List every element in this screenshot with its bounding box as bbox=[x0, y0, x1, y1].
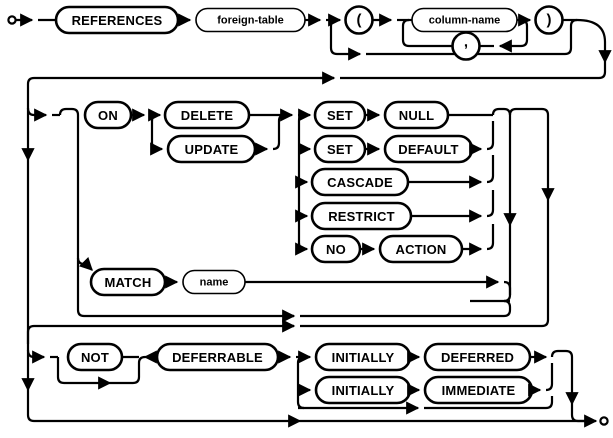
rail-cascade-rejoin bbox=[486, 155, 495, 184]
node-not-label: NOT bbox=[81, 350, 109, 365]
node-deferred-label: DEFERRED bbox=[441, 350, 514, 365]
node-comma-label: , bbox=[464, 34, 468, 51]
rail-restrict-rejoin bbox=[486, 190, 495, 218]
node-rparen: ) bbox=[534, 5, 564, 35]
node-immediate: IMMEDIATE bbox=[423, 375, 534, 405]
rail-not-bypass-down bbox=[56, 356, 100, 385]
rail-comma-loop-right bbox=[498, 18, 529, 53]
rail-group2-exit-down bbox=[508, 107, 555, 202]
rail-group2-entry-arrow bbox=[26, 107, 48, 122]
rail-initially-fan-vertical bbox=[296, 355, 305, 410]
node-initially-immediate-label: INITIALLY bbox=[332, 383, 395, 398]
node-initially-immediate: INITIALLY bbox=[314, 375, 412, 405]
node-immediate-label: IMMEDIATE bbox=[442, 383, 516, 398]
rail-actions-collector-to-row-end bbox=[470, 225, 512, 303]
node-deferrable-label: DEFERRABLE bbox=[172, 350, 263, 365]
rail-row1-to-row2-across bbox=[340, 62, 607, 80]
node-name-label: name bbox=[200, 277, 229, 289]
node-set-null-set-label: SET bbox=[327, 108, 353, 123]
node-initially-deferred: INITIALLY bbox=[314, 342, 412, 372]
node-set-null-set: SET bbox=[313, 100, 367, 130]
rail-row2-feed-left bbox=[26, 76, 334, 100]
node-restrict: RESTRICT bbox=[310, 201, 413, 231]
node-action: ACTION bbox=[378, 234, 464, 264]
rail-group3-collector-to-end bbox=[570, 404, 594, 423]
node-column-name-label: column-name bbox=[429, 15, 501, 27]
node-on: ON bbox=[83, 100, 133, 130]
node-on-label: ON bbox=[98, 108, 118, 123]
rail-group3-collector-down bbox=[550, 349, 579, 406]
node-deferred: DEFERRED bbox=[423, 342, 532, 372]
rail-group2-loop-bottom-left bbox=[76, 258, 294, 318]
rail-group2-repeat-riser-bend bbox=[76, 257, 86, 266]
node-delete-label: DELETE bbox=[181, 108, 234, 123]
node-foreign-table: foreign-table bbox=[195, 7, 306, 33]
rail-group3-feed-left bbox=[26, 324, 294, 344]
rail-row1-to-row2-down bbox=[576, 18, 612, 64]
rail-group2-repeat-riser-right bbox=[58, 107, 80, 258]
rail-group2-loop-bottom-span bbox=[300, 299, 512, 318]
rail-group2-match-entry-arrow bbox=[78, 256, 93, 271]
node-default: DEFAULT bbox=[383, 134, 474, 164]
rail-not-bypass-rejoin bbox=[110, 355, 146, 385]
node-match: MATCH bbox=[89, 267, 167, 297]
rail-default-rejoin bbox=[486, 121, 495, 151]
node-no-label: NO bbox=[326, 242, 346, 257]
rail-group2-exit-across bbox=[300, 200, 550, 328]
node-deferrable: DEFERRABLE bbox=[155, 342, 280, 372]
start-terminator-dot bbox=[7, 15, 17, 25]
node-set-default-set-label: SET bbox=[327, 142, 353, 157]
rail-on-split-to-update bbox=[150, 113, 164, 156]
node-references: REFERENCES bbox=[54, 5, 180, 35]
rail-update-rejoin bbox=[272, 113, 286, 151]
node-rparen-label: ) bbox=[547, 12, 552, 29]
rail-initially-skip-rejoin bbox=[424, 396, 554, 410]
node-cascade-label: CASCADE bbox=[327, 175, 393, 190]
node-set-default-set: SET bbox=[313, 134, 367, 164]
node-references-label: REFERENCES bbox=[72, 13, 163, 28]
rail-action-rejoin bbox=[486, 224, 495, 251]
node-null: NULL bbox=[383, 100, 450, 130]
node-update-label: UPDATE bbox=[185, 142, 239, 157]
rail-comma-loop-left bbox=[401, 18, 453, 48]
node-action-label: ACTION bbox=[395, 242, 446, 257]
rail-group3-entry-arrow bbox=[26, 349, 46, 364]
node-initially-deferred-label: INITIALLY bbox=[332, 350, 395, 365]
node-update: UPDATE bbox=[166, 134, 257, 164]
node-no: NO bbox=[310, 234, 362, 264]
node-foreign-table-label: foreign-table bbox=[217, 15, 284, 27]
node-not: NOT bbox=[66, 342, 124, 372]
rail-immediate-rejoin bbox=[545, 363, 554, 392]
node-delete: DELETE bbox=[163, 100, 251, 130]
rail-group3-bypass-bottom bbox=[26, 390, 290, 423]
node-comma: , bbox=[451, 31, 481, 61]
end-terminator-dot bbox=[599, 416, 609, 426]
node-column-name: column-name bbox=[411, 7, 518, 33]
node-cascade: CASCADE bbox=[310, 167, 410, 197]
node-name: name bbox=[182, 269, 246, 295]
node-null-label: NULL bbox=[399, 108, 434, 123]
node-restrict-label: RESTRICT bbox=[328, 209, 395, 224]
rail-name-rejoin bbox=[503, 280, 512, 295]
node-match-label: MATCH bbox=[105, 275, 152, 290]
node-default-label: DEFAULT bbox=[398, 142, 458, 157]
node-lparen-label: ( bbox=[357, 12, 362, 29]
node-lparen: ( bbox=[344, 5, 374, 35]
rail-actions-collector-down bbox=[491, 107, 517, 227]
